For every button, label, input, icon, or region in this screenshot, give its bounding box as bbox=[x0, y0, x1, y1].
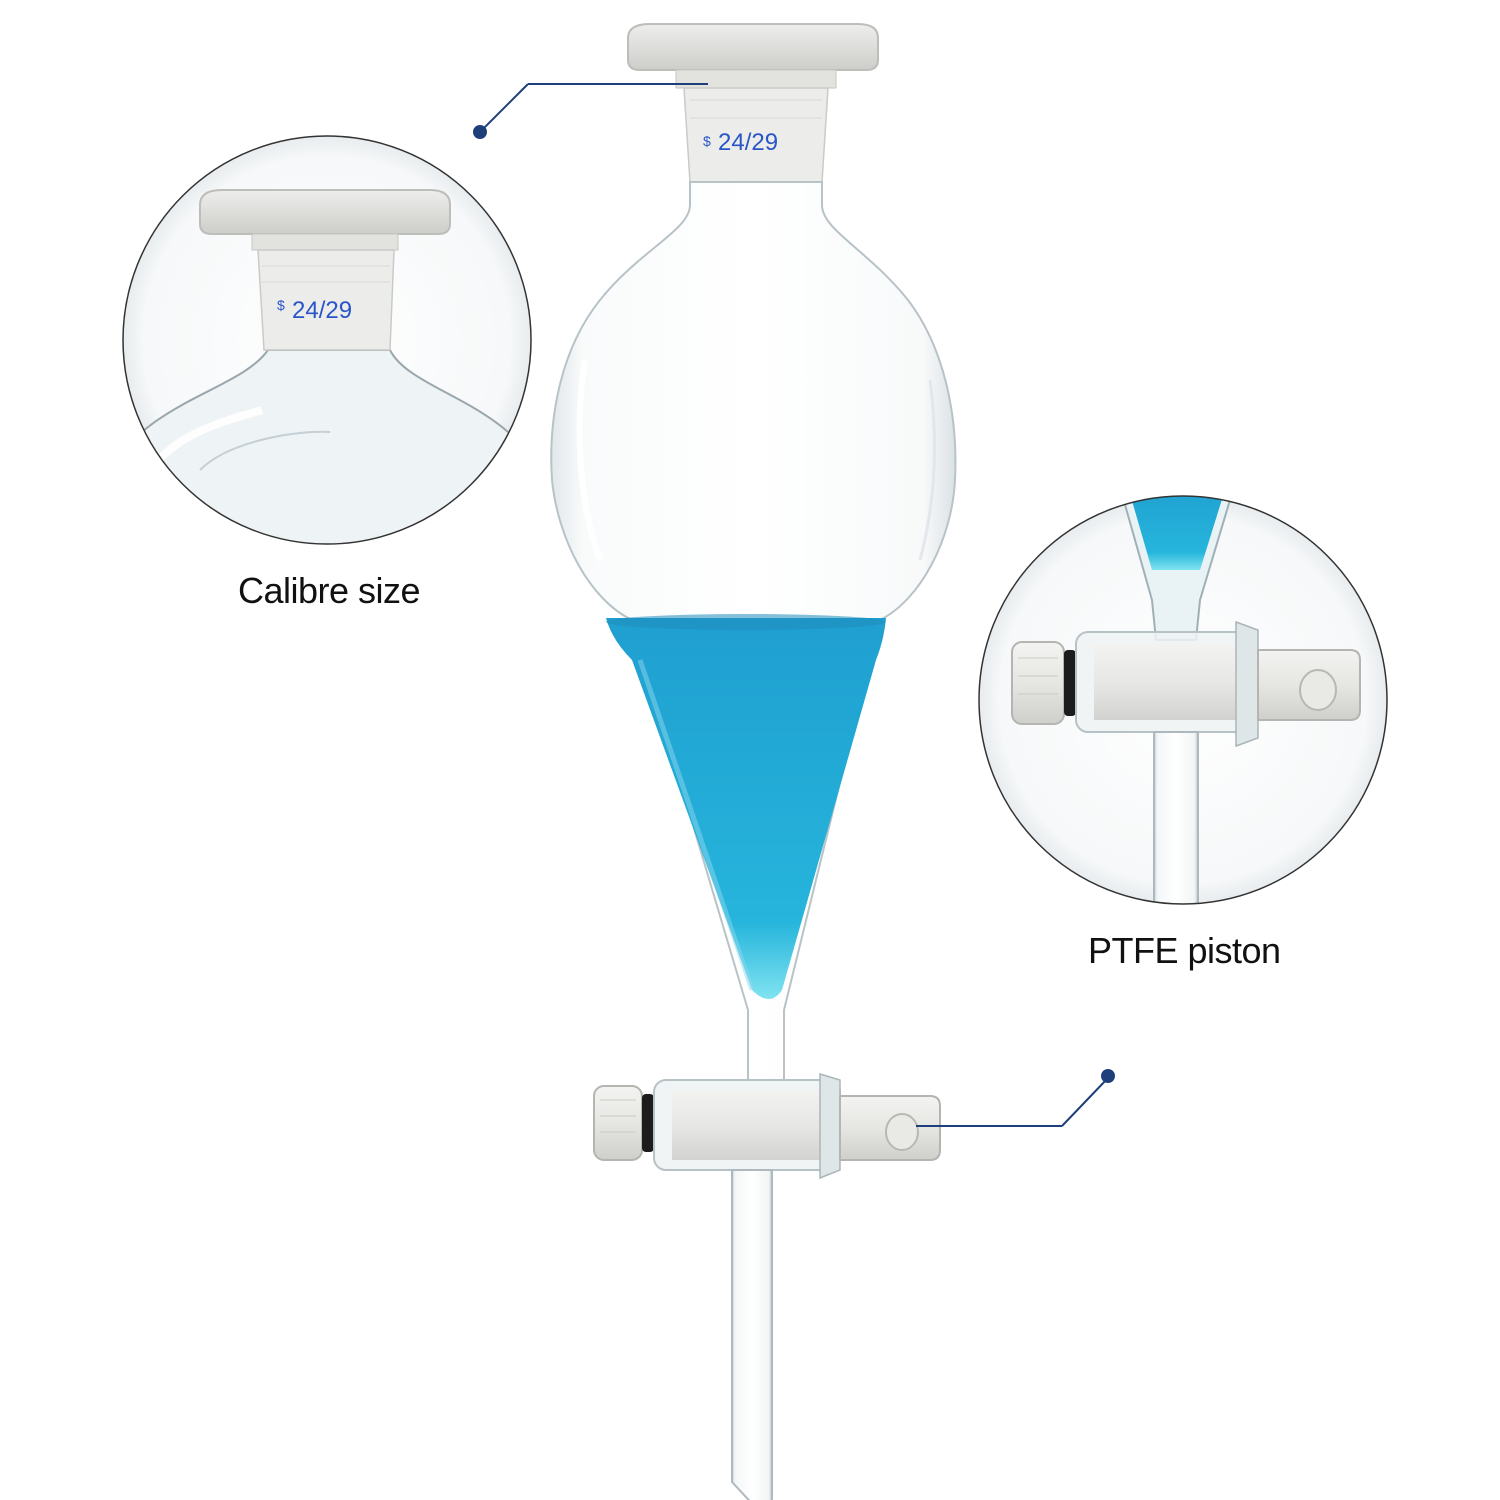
callout-calibre: $ 24/29 bbox=[122, 83, 708, 545]
joint-symbol-zoom: $ bbox=[277, 297, 285, 313]
drain-stem bbox=[731, 1169, 773, 1500]
piston-zoom-circle bbox=[978, 495, 1388, 905]
joint-marking-main: 24/29 bbox=[718, 129, 778, 156]
joint-symbol-main: $ bbox=[703, 133, 711, 149]
callout-line-calibre bbox=[479, 83, 529, 133]
callout-piston bbox=[916, 495, 1388, 1127]
joint-marking-zoom: 24/29 bbox=[292, 297, 352, 324]
funnel-liquid bbox=[606, 618, 886, 999]
calibre-zoom-circle: $ 24/29 bbox=[122, 135, 532, 545]
stopcock bbox=[593, 1072, 941, 1180]
funnel-stopper: $ 24/29 bbox=[627, 23, 879, 183]
separatory-funnel: $ 24/29 bbox=[550, 23, 957, 1500]
callout-dot-piston bbox=[1101, 1069, 1115, 1083]
calibre-size-caption: Calibre size bbox=[238, 570, 421, 611]
callout-dot-calibre bbox=[473, 125, 487, 139]
ptfe-piston-caption: PTFE piston bbox=[1088, 930, 1281, 971]
